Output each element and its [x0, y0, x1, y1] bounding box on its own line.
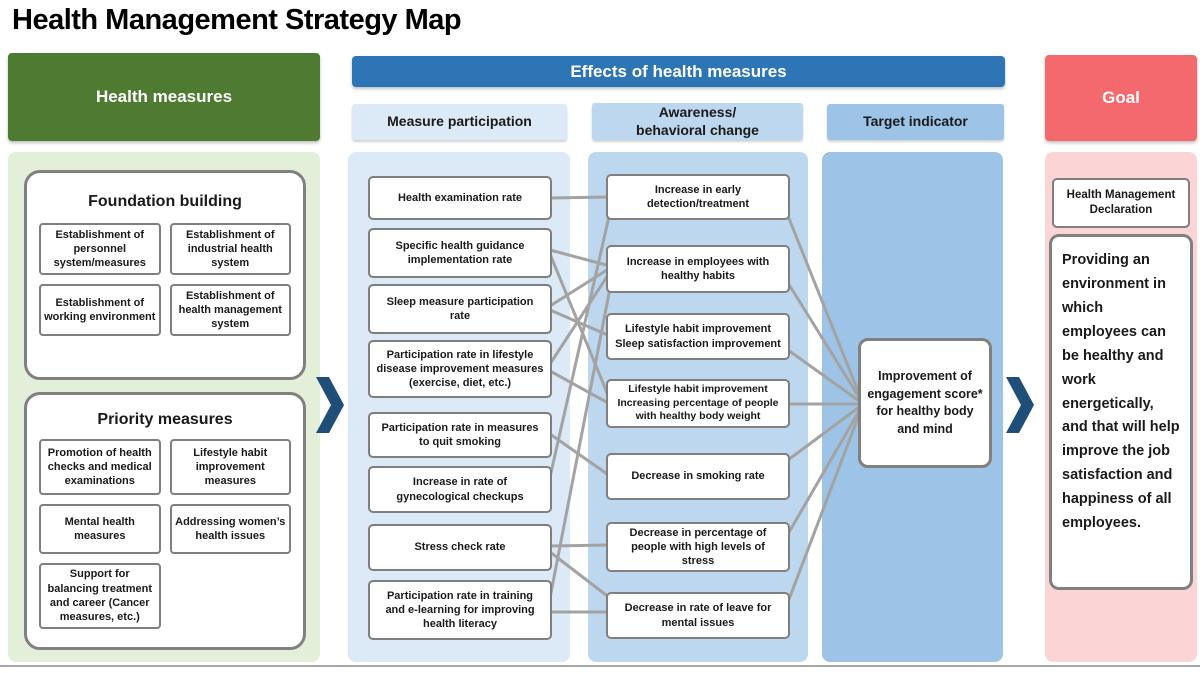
measure-box: Health examination rate	[368, 176, 552, 220]
target-indicator-header: Target indicator	[827, 104, 1004, 140]
measure-box: Participation rate in training and e-lea…	[368, 580, 552, 640]
target-indicator-box: Improvement of engagement score* for hea…	[858, 338, 992, 468]
foundation-item: Establishment of working environment	[39, 284, 161, 336]
health-measures-header: Health measures	[8, 53, 320, 141]
foundation-building-title: Foundation building	[88, 193, 242, 210]
awareness-box: Decrease in percentage of people with hi…	[606, 522, 790, 572]
priority-item: Lifestyle habit improvement measures	[169, 439, 291, 495]
chevron-right-icon	[1006, 377, 1034, 433]
priority-item: Addressing women’s health issues	[169, 504, 291, 554]
priority-item: Support for balancing treatment and care…	[39, 563, 161, 629]
priority-item: Mental health measures	[39, 504, 161, 554]
foundation-item: Establishment of health management syste…	[169, 284, 291, 336]
priority-measures-title: Priority measures	[97, 411, 233, 428]
goal-declaration-box: Health Management Declaration	[1052, 178, 1190, 228]
measure-box: Stress check rate	[368, 524, 552, 571]
priority-measures-section: Priority measures Promotion of health ch…	[24, 392, 306, 650]
priority-item: Promotion of health checks and medical e…	[39, 439, 161, 495]
awareness-box: Lifestyle habit improvement Sleep satisf…	[606, 313, 790, 360]
effects-header: Effects of health measures	[352, 56, 1005, 87]
measure-box: Specific health guidance implementation …	[368, 228, 552, 278]
measure-box: Increase in rate of gynecological checku…	[368, 466, 552, 513]
awareness-box: Decrease in rate of leave for mental iss…	[606, 592, 790, 639]
foundation-item: Establishment of personnel system/measur…	[39, 223, 161, 275]
awareness-box: Decrease in smoking rate	[606, 453, 790, 500]
measure-participation-header: Measure participation	[352, 104, 567, 140]
awareness-box: Increase in employees with healthy habit…	[606, 245, 790, 293]
page-title: Health Management Strategy Map	[12, 4, 462, 36]
chevron-right-icon	[316, 377, 344, 433]
awareness-box: Increase in early detection/treatment	[606, 174, 790, 220]
measure-box: Sleep measure participation rate	[368, 284, 552, 334]
measure-box: Participation rate in lifestyle disease …	[368, 340, 552, 398]
goal-statement-box: Providing an environment in which employ…	[1049, 234, 1193, 590]
awareness-box: Lifestyle habit improvement Increasing p…	[606, 379, 790, 428]
foundation-item: Establishment of industrial health syste…	[169, 223, 291, 275]
bottom-divider	[0, 665, 1200, 667]
measure-box: Participation rate in measures to quit s…	[368, 412, 552, 458]
foundation-building-section: Foundation building Establishment of per…	[24, 170, 306, 380]
goal-header: Goal	[1045, 55, 1197, 141]
awareness-header: Awareness/ behavioral change	[592, 103, 803, 140]
